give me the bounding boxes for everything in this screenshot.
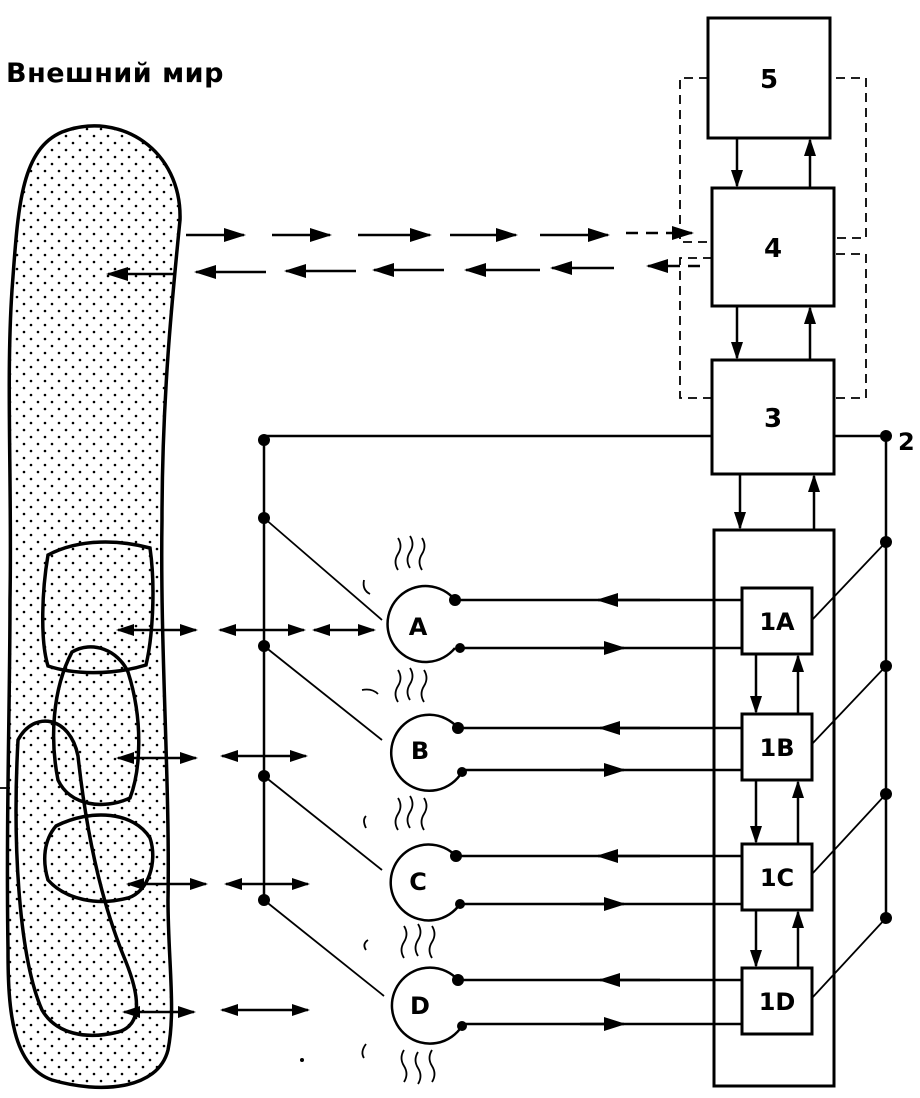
block-4 [710,186,836,308]
vertical-flow-arrows [731,138,820,530]
block-1b-label: 1B [760,734,795,762]
perception-loop-b [51,645,141,807]
block-1b [740,712,814,782]
receptor-d [361,923,467,1085]
block-1c [740,842,814,912]
block-4-label: 4 [764,234,782,264]
perception-loop-d [42,813,155,904]
diagram-title: Внешний мир [6,58,224,89]
external-world-region [5,124,182,1090]
block-1d-label: 1D [759,988,796,1016]
block-5-label: 5 [760,65,778,95]
receptor-a-label: A [409,613,428,641]
receptor-b-label: B [411,737,429,765]
sub-block-arrows [750,654,804,968]
receptor-d-label: D [410,992,430,1020]
block-1a [740,586,814,656]
receptor-c [363,795,465,922]
world-receptor-exchange-b [116,750,308,764]
receptor-a [362,535,465,664]
perception-loop-a [40,540,155,675]
block-5 [706,16,832,140]
left-bus [258,434,712,997]
block-1c-label: 1C [760,864,794,892]
outgoing-dashed-flow [186,226,694,242]
receptor-signal-lines [458,593,742,1031]
receptor-c-label: C [409,868,427,896]
bus-2 [811,430,892,999]
incoming-dashed-flow [106,259,700,281]
block-3-label: 3 [764,404,782,434]
world-receptor-exchange-d [122,1004,310,1018]
receptor-b [361,667,467,793]
dashed-feedback-right [836,77,867,399]
stray-dot [300,1058,304,1062]
block-1d [740,966,814,1036]
bus-2-label: 2 [898,428,915,456]
dashed-feedback-left [679,77,712,399]
block-1a-label: 1A [759,608,795,636]
block-3 [710,358,836,476]
